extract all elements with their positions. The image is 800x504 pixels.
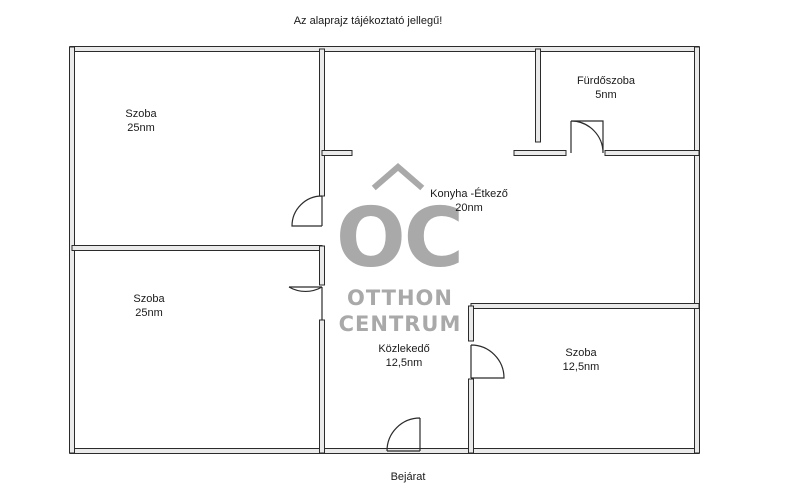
wall (535, 48, 541, 143)
doors (288, 120, 604, 452)
wall (319, 319, 325, 454)
room-label: Fürdőszoba 5nm (577, 74, 635, 102)
entrance-label: Bejárat (390, 471, 426, 483)
room-area: 12,5nm (385, 357, 423, 369)
room-name: Szoba (565, 347, 597, 359)
room-label: Szoba 25nm (133, 292, 164, 320)
room-area: 5nm (595, 89, 617, 101)
wall (319, 48, 325, 197)
logo-roof (371, 163, 425, 191)
otthon-centrum-logo: OC OTTHON CENTRUM (336, 163, 464, 336)
wall (69, 448, 700, 454)
disclaimer-text: Az alaprajz tájékoztató jellegű! (293, 15, 443, 27)
door (288, 286, 323, 320)
door (386, 417, 421, 452)
room-area: 20nm (455, 202, 483, 214)
wall (71, 245, 323, 251)
logo-line-centrum: CENTRUM (339, 312, 462, 336)
room-label: Szoba 12,5nm (563, 346, 600, 374)
logo-line-otthon: OTTHON (347, 286, 453, 310)
wall (694, 46, 700, 454)
room-label: Közlekedő 12,5nm (378, 342, 429, 370)
wall (604, 150, 700, 156)
room-name: Szoba (125, 108, 157, 120)
room-name: Konyha -Étkező (430, 188, 508, 200)
room-area: 12,5nm (562, 361, 600, 373)
room-name: Fürdőszoba (576, 75, 636, 87)
room-area: 25nm (135, 307, 163, 319)
room-area: 25nm (127, 122, 155, 134)
door (570, 120, 604, 154)
logo-letters: OC (336, 191, 462, 286)
room-label: Szoba 25nm (125, 107, 156, 135)
room-label: Konyha -Étkező 20nm (430, 187, 508, 215)
wall (468, 378, 474, 454)
wall (513, 150, 567, 156)
wall (470, 303, 700, 309)
door (291, 195, 323, 227)
wall (69, 46, 700, 52)
wall (321, 150, 353, 156)
wall (468, 305, 474, 342)
wall (319, 245, 325, 286)
room-name: Közlekedő (378, 343, 430, 355)
room-name: Szoba (133, 293, 165, 305)
door (470, 344, 505, 379)
